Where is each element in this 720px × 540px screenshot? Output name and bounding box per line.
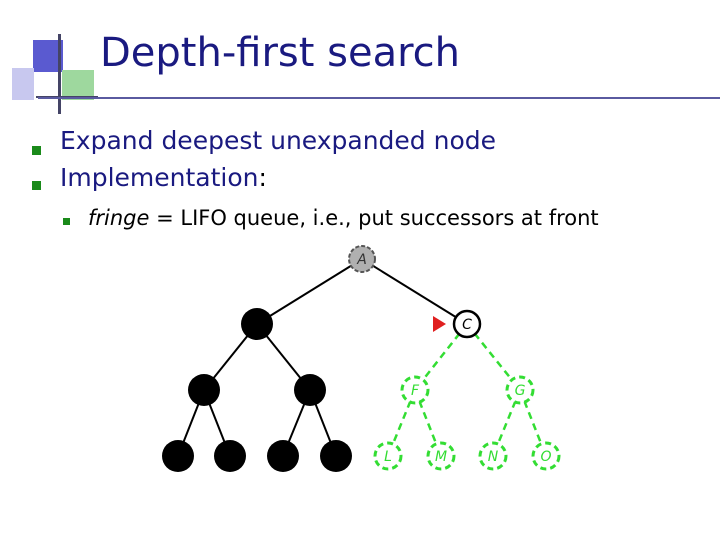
tree-node-circle-l <box>373 441 403 471</box>
tree-node-j <box>267 440 299 472</box>
tree-node-label-f: F <box>411 383 420 399</box>
tree-node-i <box>214 440 246 472</box>
tree-edges <box>177 258 548 457</box>
tree-node-f: F <box>400 375 430 405</box>
tree-node-circle-j <box>267 440 299 472</box>
tree-nodes: A C F G L M N O <box>162 245 561 472</box>
fringe-description: = LIFO queue, i.e., put successors at fr… <box>149 206 599 230</box>
tree-edge-A-C <box>361 258 468 325</box>
tree-node-c: C <box>452 309 482 339</box>
bullet-square-icon <box>32 181 41 190</box>
tree-node-circle-b <box>241 308 273 340</box>
tree-node-label-o: O <box>540 449 551 465</box>
title-underline <box>38 97 720 99</box>
tree-node-b <box>241 308 273 340</box>
bullet-square-icon <box>63 218 70 225</box>
tree-node-a: A <box>348 245 376 273</box>
tree-node-circle-a <box>348 245 376 273</box>
tree-node-circle-h <box>162 440 194 472</box>
sub-bullet-fringe: fringe = LIFO queue, i.e., put successor… <box>88 206 599 230</box>
slide-title: Depth-first search <box>100 30 461 76</box>
tree-node-n: N <box>478 441 508 471</box>
tree-node-circle-o <box>531 441 561 471</box>
bullet-implementation: Implementation: <box>60 163 267 192</box>
tree-node-circle-i <box>214 440 246 472</box>
tree-node-label-n: N <box>488 449 499 465</box>
bullet-expand-deepest: Expand deepest unexpanded node <box>60 126 497 155</box>
tree-node-circle-n <box>478 441 508 471</box>
tree-node-circle-c <box>452 309 482 339</box>
tree-node-label-l: L <box>384 449 392 465</box>
fringe-marker-group <box>433 316 446 332</box>
tree-node-label-g: G <box>515 383 526 399</box>
tree-node-circle-d <box>188 374 220 406</box>
tree-node-circle-f <box>400 375 430 405</box>
tree-node-circle-m <box>426 441 456 471</box>
tree-node-m: M <box>426 441 456 471</box>
tree-node-k <box>320 440 352 472</box>
tree-node-d <box>188 374 220 406</box>
tree-node-o: O <box>531 441 561 471</box>
tree-node-circle-g <box>505 375 535 405</box>
fringe-term: fringe <box>88 206 150 230</box>
tree-node-label-c: C <box>462 317 472 333</box>
tree-node-g: G <box>505 375 535 405</box>
bullet-implementation-text: Implementation <box>60 163 259 192</box>
slide-logo-icon <box>12 34 98 114</box>
tree-node-l: L <box>373 441 403 471</box>
fringe-marker-icon <box>433 316 446 332</box>
tree-node-label-a: A <box>356 252 367 268</box>
tree-node-circle-k <box>320 440 352 472</box>
bullet-implementation-colon: : <box>258 163 267 192</box>
bullet-square-icon <box>32 146 41 155</box>
tree-node-e <box>294 374 326 406</box>
tree-edge-A-B <box>256 258 363 325</box>
tree-node-circle-e <box>294 374 326 406</box>
tree-node-h <box>162 440 194 472</box>
tree-node-label-m: M <box>435 449 447 465</box>
